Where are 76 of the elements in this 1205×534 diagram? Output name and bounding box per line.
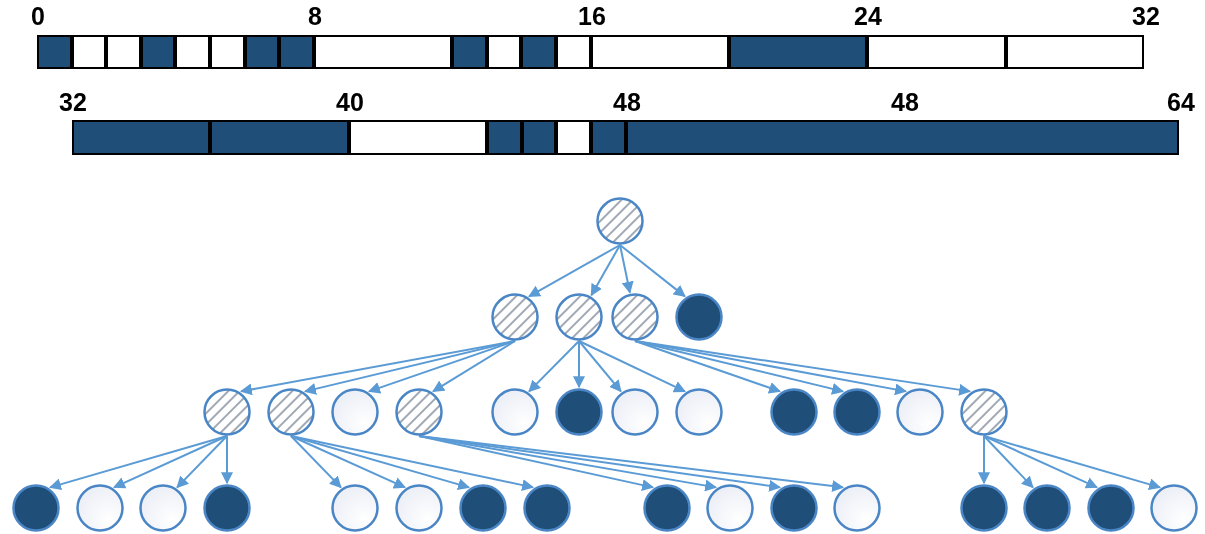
arrow xyxy=(221,435,233,485)
empty-circle xyxy=(139,484,187,532)
hatched-circle xyxy=(491,293,539,341)
filled-cell xyxy=(521,120,557,155)
filled-cell xyxy=(521,35,556,69)
arrow xyxy=(619,244,634,294)
empty-circle xyxy=(611,388,659,436)
scale-number: 48 xyxy=(891,88,919,116)
arrow xyxy=(634,340,781,394)
filled-cell xyxy=(72,120,211,155)
filled-cell xyxy=(487,120,522,155)
scale-number: 40 xyxy=(336,88,364,116)
hatched-circle xyxy=(960,388,1008,436)
arrow xyxy=(573,340,585,389)
empty-circle xyxy=(706,484,754,532)
arrow xyxy=(634,340,972,396)
scale-number: 16 xyxy=(578,2,606,30)
arrow xyxy=(634,340,845,395)
arrow xyxy=(619,244,686,298)
empty-circle xyxy=(896,388,944,436)
filled-circle xyxy=(770,388,818,436)
hatched-circle xyxy=(555,293,603,341)
scale-number: 0 xyxy=(31,2,45,30)
arrow xyxy=(290,435,342,489)
arrow xyxy=(432,340,516,393)
filled-circle xyxy=(203,484,251,532)
filled-circle xyxy=(960,484,1008,532)
filled-circle xyxy=(1087,484,1135,532)
empty-circle xyxy=(395,484,443,532)
empty-circle xyxy=(1150,484,1198,532)
filled-cell xyxy=(210,120,349,155)
filled-circle xyxy=(523,484,571,532)
hatched-circle xyxy=(611,293,659,341)
arrow xyxy=(590,244,621,297)
filled-cell xyxy=(37,35,72,69)
filled-circle xyxy=(459,484,507,532)
arrow xyxy=(578,340,622,393)
scale-number: 8 xyxy=(308,2,322,30)
filled-cell xyxy=(591,120,626,155)
scale-number: 48 xyxy=(613,88,641,116)
filled-circle xyxy=(1023,484,1071,532)
scale-number: 64 xyxy=(1167,88,1195,116)
hatched-circle xyxy=(395,388,443,436)
arrow xyxy=(578,340,686,393)
filled-cell xyxy=(729,35,868,69)
arrow xyxy=(176,435,228,489)
scale-number: 24 xyxy=(854,2,882,30)
filled-circle xyxy=(675,293,723,341)
hatched-circle xyxy=(203,388,251,436)
empty-circle xyxy=(675,388,723,436)
filled-circle xyxy=(12,484,60,532)
filled-cell xyxy=(140,35,176,69)
empty-circle xyxy=(76,484,124,532)
filled-cell xyxy=(625,120,1180,155)
arrow xyxy=(290,435,406,489)
empty-circle xyxy=(331,484,379,532)
filled-cell xyxy=(279,35,314,69)
filled-circle xyxy=(770,484,818,532)
filled-circle xyxy=(833,388,881,436)
filled-circle xyxy=(555,388,603,436)
filled-cell xyxy=(452,35,487,69)
filled-circle xyxy=(643,484,691,532)
empty-circle xyxy=(833,484,881,532)
filled-cell xyxy=(244,35,280,69)
scale-number: 32 xyxy=(1132,2,1160,30)
empty-circle xyxy=(491,388,539,436)
empty-circle xyxy=(331,388,379,436)
arrow xyxy=(528,244,621,298)
arrow xyxy=(528,340,580,393)
arrow xyxy=(978,435,990,485)
scale-number: 32 xyxy=(59,88,87,116)
arrow xyxy=(983,435,1034,489)
hatched-circle xyxy=(596,197,644,245)
arrow xyxy=(983,435,1098,489)
arrow xyxy=(418,435,655,491)
hatched-circle xyxy=(267,388,315,436)
